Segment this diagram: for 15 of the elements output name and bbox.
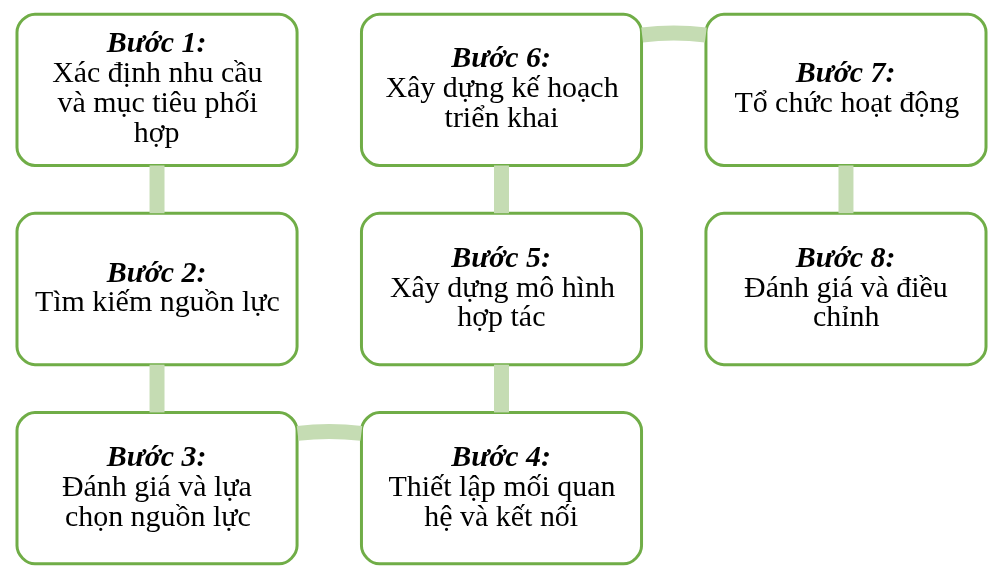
connector [149, 364, 164, 413]
connector [493, 165, 509, 214]
node-box: Bước 7: Tổ chức hoạt động [703, 12, 987, 167]
node-box: Bước 6: Xây dựng kế hoạch triển khai [359, 12, 643, 167]
node-box: Bước 3: Đánh giá và lựa chọn nguồn lực [15, 411, 299, 566]
connector [640, 25, 707, 43]
connector [149, 165, 164, 214]
node-box: Bước 5: Xây dựng mô hình hợp tác [359, 211, 643, 367]
node-box: Bước 4: Thiết lập mối quan hệ và kết nối [359, 411, 643, 566]
connector [296, 424, 362, 441]
connector [493, 364, 509, 413]
node-box: Bước 2: Tìm kiếm nguồn lực [15, 211, 299, 367]
node-box: Bước 8: Đánh giá và điều chỉnh [703, 211, 987, 367]
node-box: Bước 1: Xác định nhu cầu và mục tiêu phối hợp [15, 12, 299, 167]
connector [838, 165, 853, 214]
